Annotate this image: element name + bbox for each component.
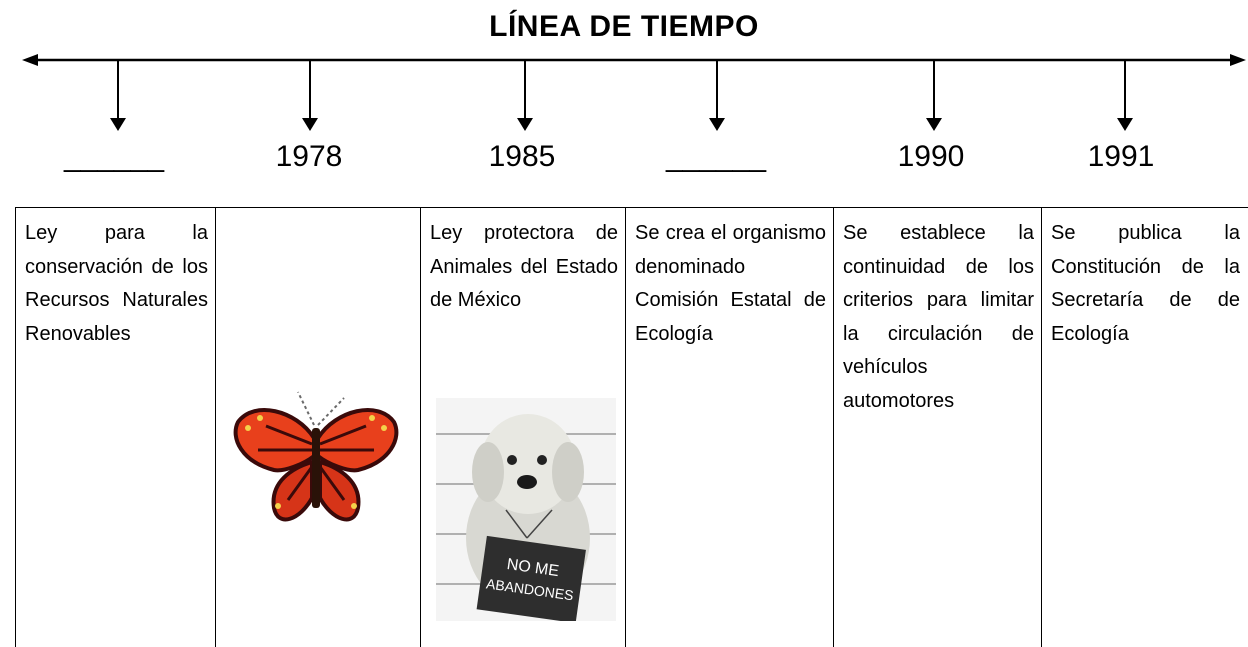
event-text-1: Ley para la conservación de los Recursos… — [25, 222, 208, 345]
tick-arrow-2-icon — [302, 60, 318, 131]
tick-arrow-1-icon — [110, 60, 126, 131]
tick-arrow-5-icon — [926, 60, 942, 131]
year-label-1: ______ — [63, 140, 165, 173]
year-label-3: 1985 — [488, 140, 556, 173]
dog-image: NO ME ABANDONES — [436, 398, 616, 621]
event-cell-2 — [215, 208, 421, 647]
event-text-6: Se publica la Constitución de la Secreta… — [1051, 222, 1240, 345]
event-cell-5: Se establece la continuidad de los crite… — [833, 208, 1042, 647]
event-cell-1: Ley para la conservación de los Recursos… — [15, 208, 216, 647]
right-arrowhead-icon — [1230, 54, 1246, 66]
event-text-4: Se crea el organismo denominado Comisión… — [635, 222, 826, 345]
year-label-2: 1978 — [275, 140, 343, 173]
timeline-axis — [22, 54, 1246, 131]
event-text-3: Ley protectora de Animales del Estado de… — [430, 222, 618, 311]
timeline-title: LÍNEA DE TIEMPO — [489, 10, 759, 43]
year-label-6: 1991 — [1087, 140, 1155, 173]
event-cell-6: Se publica la Constitución de la Secreta… — [1041, 208, 1248, 647]
tick-arrow-3-icon — [517, 60, 533, 131]
butterfly-image — [233, 391, 399, 522]
year-label-4: ______ — [665, 140, 767, 173]
tick-arrow-4-icon — [709, 60, 725, 131]
event-table: Ley para la conservación de los Recursos… — [15, 207, 1248, 647]
event-text-5: Se establece la continuidad de los crite… — [843, 222, 1034, 412]
tick-arrow-6-icon — [1117, 60, 1133, 131]
event-cell-3: Ley protectora de Animales del Estado de… — [420, 208, 626, 647]
year-label-5: 1990 — [897, 140, 965, 173]
event-cell-4: Se crea el organismo denominado Comisión… — [625, 208, 834, 647]
left-arrowhead-icon — [22, 54, 38, 66]
